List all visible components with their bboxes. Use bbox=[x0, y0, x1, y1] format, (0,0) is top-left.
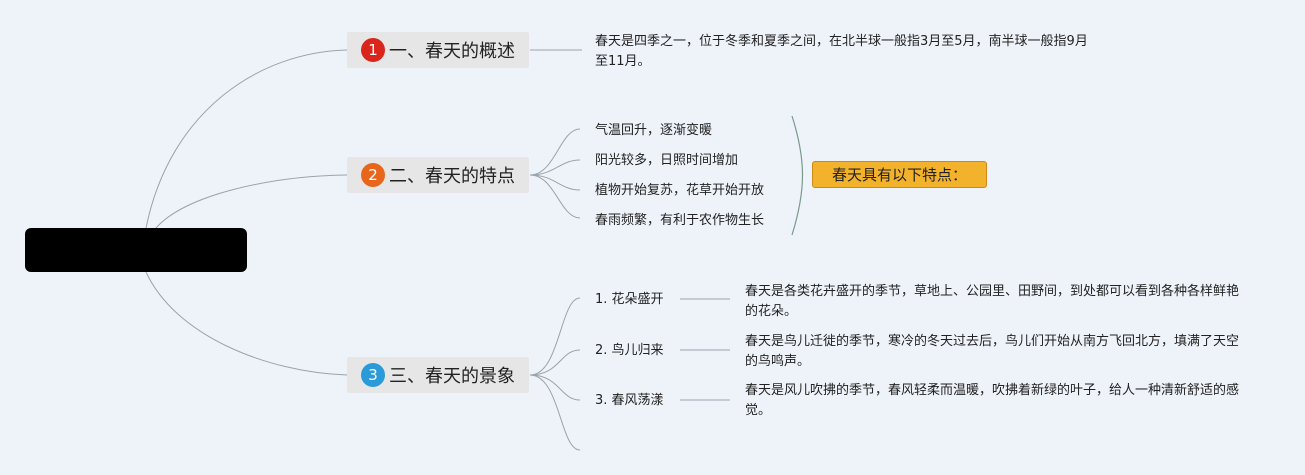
connector-feature-2 bbox=[529, 159, 581, 176]
branch-label: 二、春天的特点 bbox=[389, 166, 515, 187]
scene-label-1[interactable]: 1. 花朵盛开 bbox=[595, 292, 664, 307]
overview-text[interactable]: 春天是四季之一，位于冬季和夏季之间，在北半球一般指3月至5月，南半球一般指9月至… bbox=[595, 34, 1088, 69]
connector-scene-1 bbox=[529, 297, 581, 376]
branch-label: 三、春天的景象 bbox=[389, 366, 515, 387]
badge-3: 3 bbox=[361, 363, 385, 387]
connector-feature-4 bbox=[529, 174, 581, 219]
scene-text-2[interactable]: 春天是鸟儿迁徙的季节，寒冷的冬天过去后，鸟儿们开始从南方飞回北方，填满了天空的鸟… bbox=[745, 334, 1240, 369]
connector-root-branch-3 bbox=[145, 271, 348, 376]
callout-bracket bbox=[791, 115, 804, 236]
branch-overview[interactable]: 1 一、春天的概述 bbox=[347, 32, 529, 68]
connector-scene-3 bbox=[529, 374, 581, 401]
badge-1: 1 bbox=[361, 38, 385, 62]
connector-scene-4 bbox=[529, 374, 581, 451]
scene-text-1[interactable]: 春天是各类花卉盛开的季节，草地上、公园里、田野间，到处都可以看到各种各样鲜艳的花… bbox=[745, 284, 1240, 319]
scene-label-3[interactable]: 3. 春风荡漾 bbox=[595, 393, 664, 408]
root-node[interactable] bbox=[25, 228, 247, 272]
feature-item-2[interactable]: 阳光较多，日照时间增加 bbox=[595, 153, 739, 168]
branch-features[interactable]: 2 二、春天的特点 bbox=[347, 157, 529, 193]
feature-item-1[interactable]: 气温回升，逐渐变暖 bbox=[595, 123, 713, 138]
feature-item-3[interactable]: 植物开始复苏，花草开始开放 bbox=[595, 183, 765, 198]
connector-feature-1 bbox=[529, 128, 581, 176]
connector-feature-3 bbox=[529, 174, 581, 191]
badge-2: 2 bbox=[361, 163, 385, 187]
branch-label: 一、春天的概述 bbox=[389, 41, 515, 62]
branch-scenes[interactable]: 3 三、春天的景象 bbox=[347, 357, 529, 393]
connector-root-branch-1 bbox=[145, 49, 348, 229]
features-summary-callout[interactable]: 春天具有以下特点： bbox=[812, 161, 987, 188]
connector-scene-2 bbox=[529, 349, 581, 376]
connector-root-branch-2 bbox=[155, 174, 348, 229]
scene-label-2[interactable]: 2. 鸟儿归来 bbox=[595, 343, 664, 358]
scene-text-3[interactable]: 春天是风儿吹拂的季节，春风轻柔而温暖，吹拂着新绿的叶子，给人一种清新舒适的感觉。 bbox=[745, 383, 1240, 418]
feature-item-4[interactable]: 春雨频繁，有利于农作物生长 bbox=[595, 213, 765, 228]
